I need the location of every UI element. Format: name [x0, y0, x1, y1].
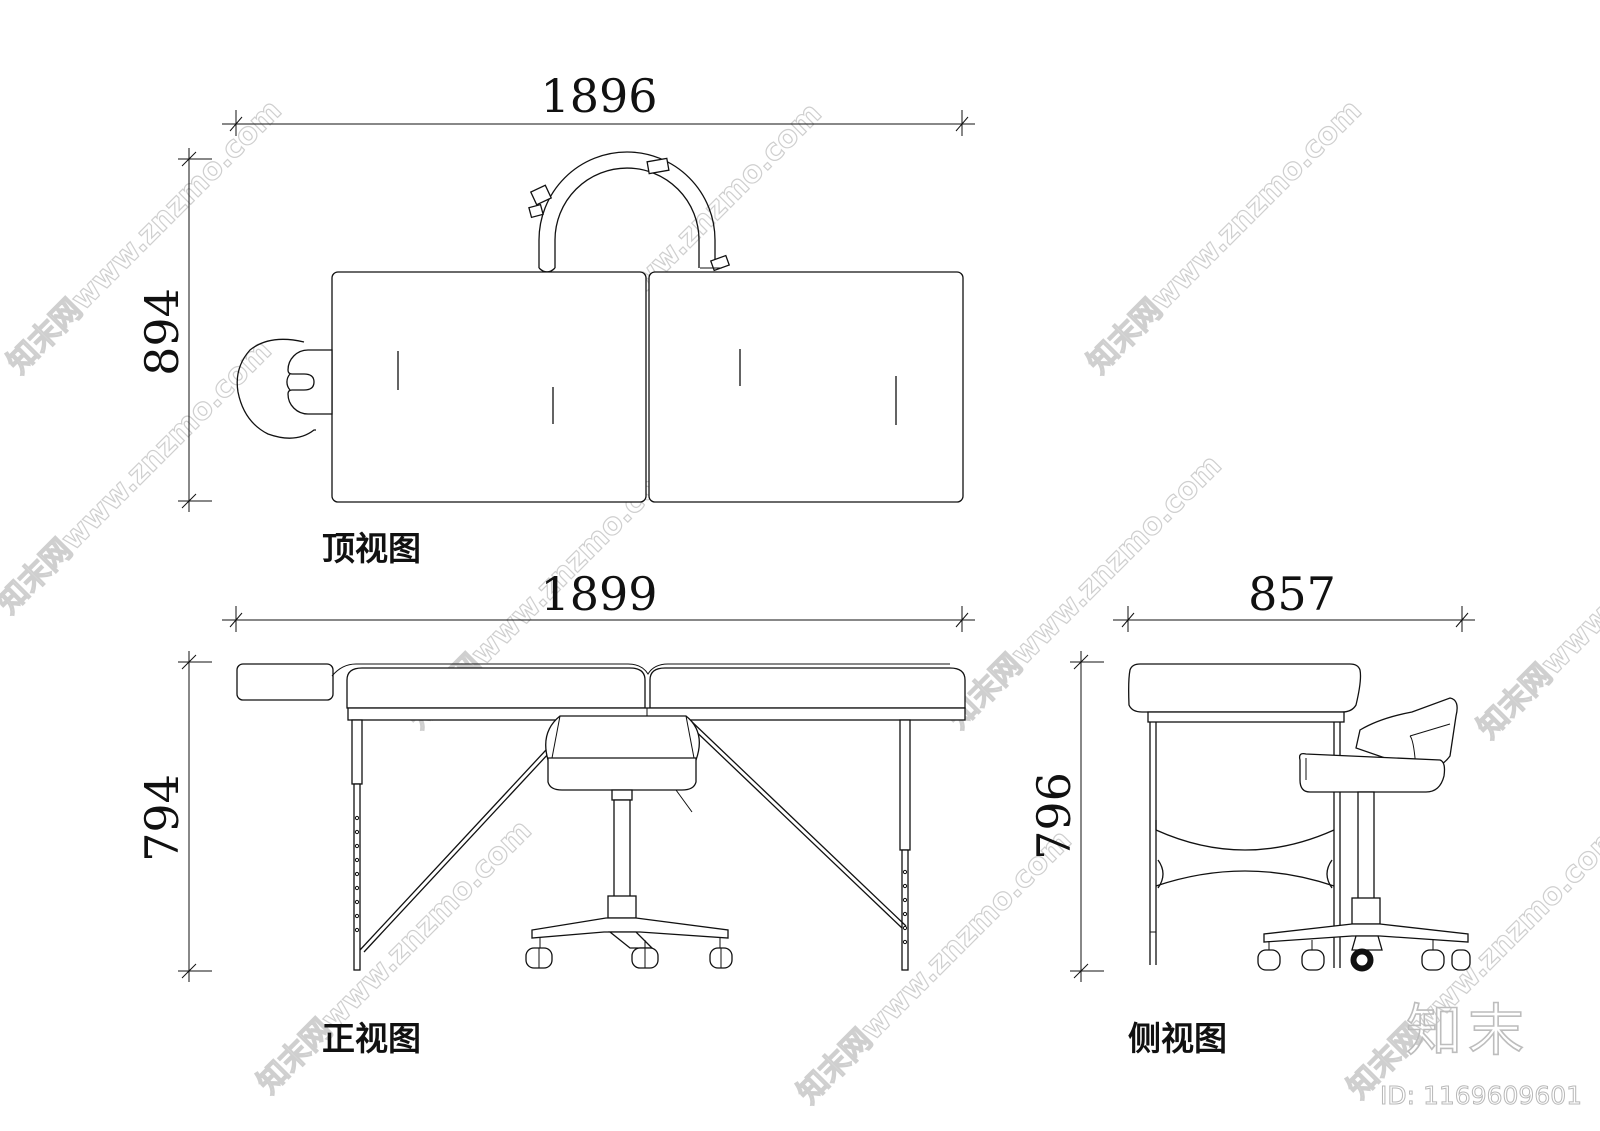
side-height-value: 796 [1027, 772, 1081, 860]
top-view: 1896 894 [135, 69, 975, 568]
side-width-dimension: 857 [1113, 567, 1475, 632]
watermark-text: 知末网www.znzmo.com [1471, 458, 1600, 746]
front-view-label: 正视图 [322, 1019, 421, 1058]
front-cushion-left [346, 667, 646, 709]
watermark-text: 知末网www.znzmo.com [1081, 93, 1369, 381]
top-armrest [528, 151, 731, 273]
top-width-dimension: 1896 [222, 69, 975, 136]
top-panel-left [331, 271, 647, 503]
top-height-value: 894 [135, 288, 189, 376]
image-id-text: ID: 1169609601 [1380, 1081, 1582, 1110]
front-brace-left [359, 721, 573, 951]
top-panel-right [648, 271, 964, 503]
front-leg-right [899, 719, 911, 971]
front-width-value: 1899 [540, 567, 657, 621]
front-leg-left [351, 719, 363, 971]
top-height-dimension: 894 [135, 148, 212, 512]
side-chair [1257, 697, 1471, 972]
side-height-dimension: 796 [1027, 651, 1104, 982]
side-width-value: 857 [1248, 567, 1336, 621]
side-view-label: 侧视图 [1128, 1019, 1227, 1058]
front-width-dimension: 1899 [222, 567, 975, 632]
side-view: 857 796 [1027, 567, 1475, 1058]
front-cushion-right [649, 667, 966, 709]
front-height-value: 794 [135, 774, 189, 862]
top-view-label: 顶视图 [322, 529, 421, 568]
brand-logo-text: 知末 [1406, 999, 1530, 1064]
side-cushion [1128, 663, 1362, 713]
front-view: 1899 794 [135, 567, 975, 1058]
top-headrest [236, 338, 333, 439]
watermark-text: 知末网www.znzmo.com [791, 823, 1079, 1111]
front-chair [525, 715, 733, 969]
front-brace-right [685, 721, 903, 929]
front-height-dimension: 794 [135, 651, 212, 982]
front-headrest [236, 663, 334, 701]
top-width-value: 1896 [540, 69, 657, 123]
